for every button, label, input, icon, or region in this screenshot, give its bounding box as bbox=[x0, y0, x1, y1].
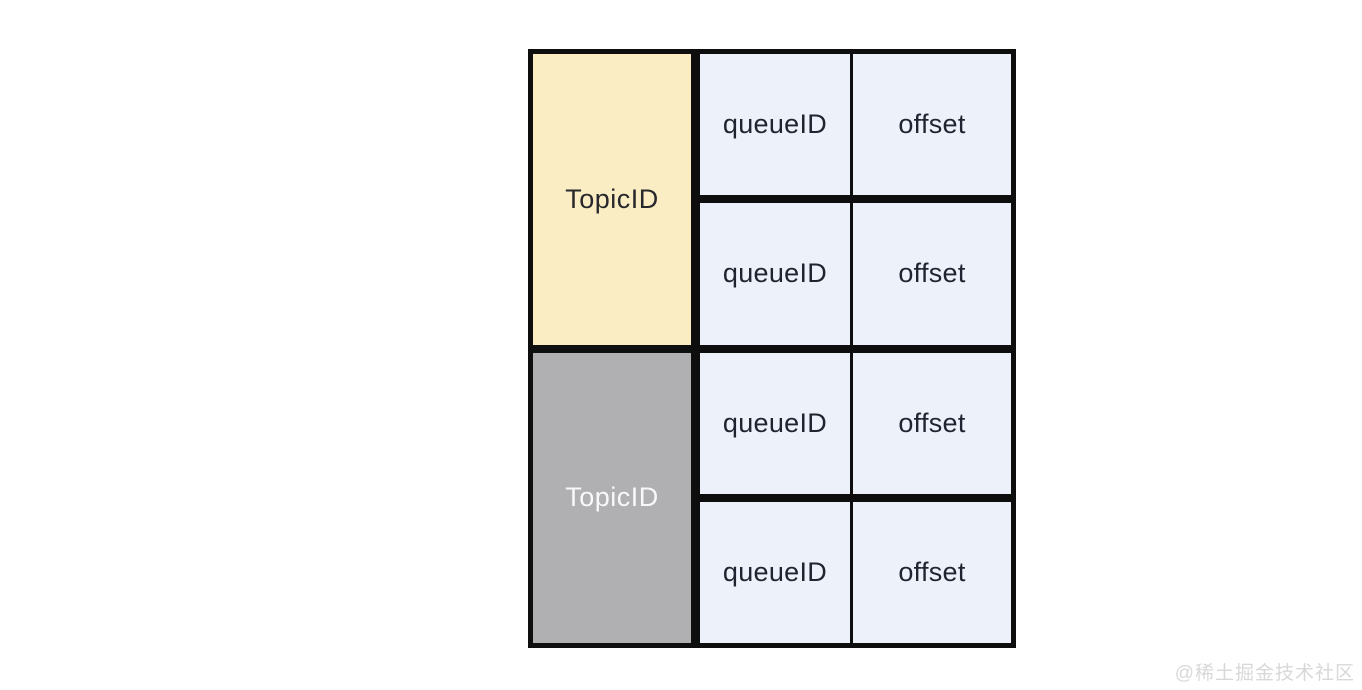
queue-offset-column: queueID offset queueID offset queueID of… bbox=[700, 54, 1011, 643]
queue-offset-row-4: queueID offset bbox=[700, 501, 1011, 643]
queueid-cell: queueID bbox=[700, 203, 850, 345]
offset-cell: offset bbox=[853, 54, 1011, 196]
offset-cell: offset bbox=[853, 501, 1011, 643]
queueid-cell: queueID bbox=[700, 501, 850, 643]
queue-offset-row-1: queueID offset bbox=[700, 54, 1011, 196]
topic-queue-offset-diagram: TopicID TopicID queueID offset queueID o… bbox=[528, 49, 1016, 648]
queue-offset-row-3: queueID offset bbox=[700, 352, 1011, 494]
queue-offset-row-2: queueID offset bbox=[700, 203, 1011, 345]
topic-cell-1: TopicID bbox=[533, 54, 691, 345]
queueid-cell: queueID bbox=[700, 54, 850, 196]
topic-cell-2: TopicID bbox=[533, 352, 691, 643]
queueid-cell: queueID bbox=[700, 352, 850, 494]
topic-column: TopicID TopicID bbox=[533, 54, 691, 643]
offset-cell: offset bbox=[853, 203, 1011, 345]
offset-cell: offset bbox=[853, 352, 1011, 494]
watermark: @稀土掘金技术社区 bbox=[1174, 663, 1355, 684]
